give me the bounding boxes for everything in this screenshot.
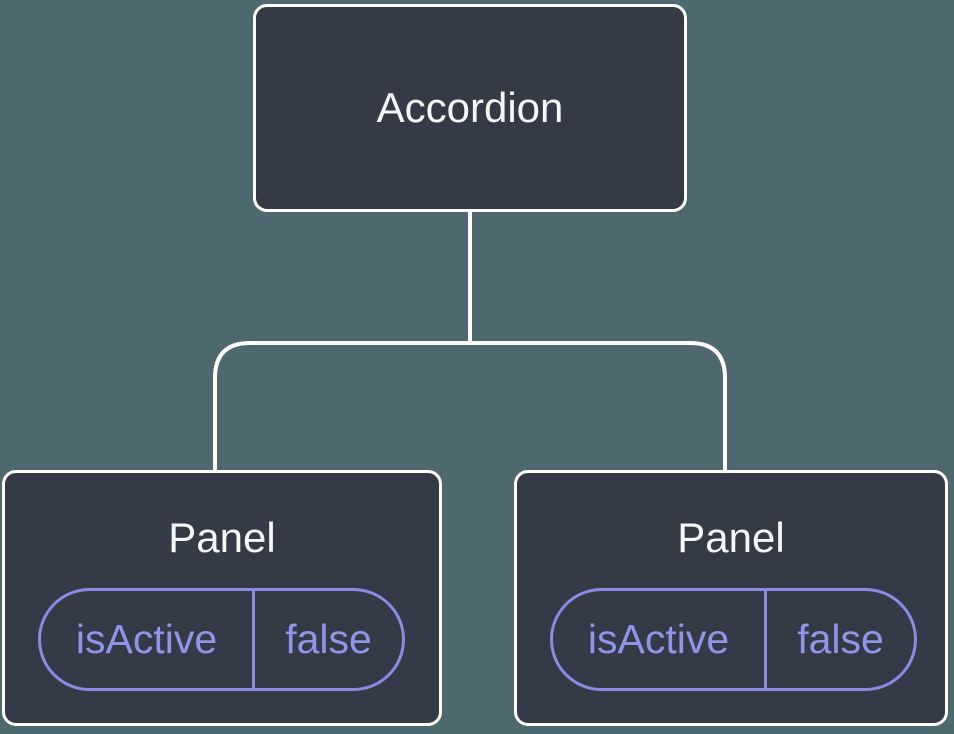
- panel-node-label: Panel: [677, 514, 785, 561]
- accordion-node-label: Accordion: [376, 83, 564, 131]
- state-pill: isActive false: [38, 588, 405, 691]
- panel-node-left: Panel isActive false: [2, 470, 442, 726]
- accordion-node: Accordion: [253, 4, 687, 212]
- state-name: isActive: [75, 616, 218, 662]
- panel-node-label: Panel: [168, 514, 276, 561]
- state-name: isActive: [587, 616, 730, 662]
- panel-node-right: Panel isActive false: [514, 470, 948, 726]
- children-bracket-line: [213, 341, 727, 470]
- state-value: false: [252, 591, 402, 688]
- state-value: false: [764, 591, 914, 688]
- state-pill: isActive false: [550, 588, 917, 691]
